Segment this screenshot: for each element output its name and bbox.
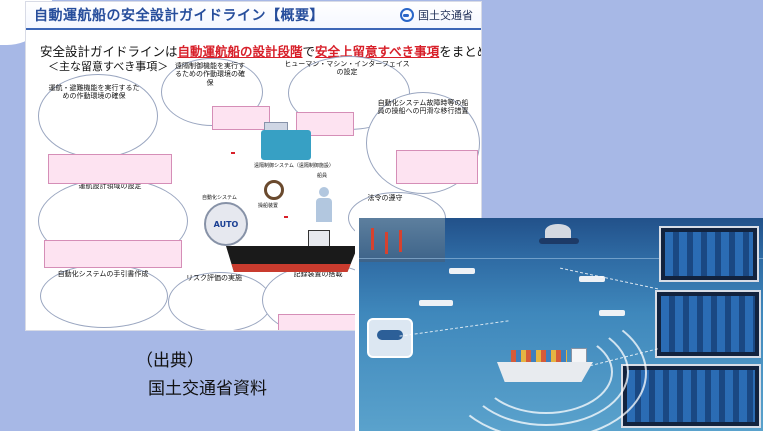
topic-remote: 遠隔制御機能を実行するための作動環境の確保 xyxy=(175,62,245,87)
topic-bubble-risk xyxy=(168,272,272,330)
topic-manual: 自動化システムの手引書作成 xyxy=(57,270,149,278)
steering-label: 操船装置 xyxy=(258,203,279,209)
other-ship xyxy=(579,276,605,282)
autonomous-ship-illustration xyxy=(358,218,763,431)
subtitle-prefix: 安全設計ガイドラインは xyxy=(40,44,178,59)
crew-label: 船員 xyxy=(317,173,328,179)
detail-note xyxy=(212,106,270,130)
subtitle-highlight-2: 安全上留意すべき事項 xyxy=(315,44,440,59)
topic-law: 法令の遵守 xyxy=(367,194,403,202)
topic-recorder: 記録装置の搭載 xyxy=(293,270,343,278)
detail-note xyxy=(48,154,172,184)
satellite-base xyxy=(539,238,579,244)
crane-icon xyxy=(399,230,402,252)
control-room-screen xyxy=(655,290,761,358)
autonomous-ship xyxy=(497,348,593,388)
other-ship xyxy=(449,268,475,274)
detail-note xyxy=(396,150,478,184)
ministry-logo-icon xyxy=(400,8,414,22)
horizon-line xyxy=(359,258,763,259)
topic-transition: 自動化システム故障時等の船員の操船への円滑な移行措置 xyxy=(377,99,469,116)
sensor-wave xyxy=(445,306,647,431)
crew-icon xyxy=(316,187,332,223)
topic-odd: 運航設計領域の設定 xyxy=(78,182,142,190)
slide-subtitle: 安全設計ガイドラインは自動運航船の設計段階で安全上留意すべき事項をまとめたもの。 xyxy=(40,41,481,60)
remote-system-icon xyxy=(261,130,311,160)
ship-hull-icon xyxy=(226,246,358,272)
topic-bubble-manual xyxy=(40,264,168,328)
vr-operator-icon xyxy=(367,318,413,358)
slide-subheading: ＜主な留意すべき事項＞ xyxy=(48,60,169,73)
remote-system-label: 遠隔制御システム（遠隔制御施設） xyxy=(254,163,334,169)
crane-icon xyxy=(371,228,374,250)
monitor-screen xyxy=(659,226,759,282)
red-arrow-tag xyxy=(231,152,235,154)
subtitle-highlight: 自動運航船の設計段階 xyxy=(177,44,303,59)
guideline-slide: 自動運航船の安全設計ガイドライン【概要】 国土交通省 安全設計ガイドラインは自動… xyxy=(26,2,481,330)
detail-note xyxy=(44,240,182,268)
topic-risk: リスク評価の実施 xyxy=(186,274,242,282)
subtitle-mid: で xyxy=(302,44,316,59)
slide-title-bar: 自動運航船の安全設計ガイドライン【概要】 国土交通省 xyxy=(26,2,481,30)
communication-line xyxy=(559,267,659,290)
source-caption-name: 国土交通省資料 xyxy=(148,379,267,399)
auto-badge: AUTO xyxy=(204,202,248,246)
subtitle-suffix: をまとめたもの。 xyxy=(439,44,481,59)
red-arrow-tag xyxy=(284,216,288,218)
other-ship xyxy=(599,310,625,316)
source-caption: （出典） 国土交通省資料 xyxy=(136,347,267,403)
bridge-console-screen xyxy=(621,364,761,428)
port-scene xyxy=(359,218,445,262)
ministry-logo: 国土交通省 xyxy=(400,7,473,23)
topic-bubble-navigation xyxy=(38,74,158,158)
other-ship xyxy=(419,300,453,306)
crane-icon xyxy=(385,232,388,254)
automation-label: 自動化システム xyxy=(202,195,237,201)
slide-title: 自動運航船の安全設計ガイドライン【概要】 xyxy=(34,8,324,24)
ministry-logo-text: 国土交通省 xyxy=(418,9,473,22)
source-caption-label: （出典） xyxy=(136,351,204,371)
topic-hmi: ヒューマン・マシン・インターフェイスの設定 xyxy=(284,60,410,77)
topic-navigation: 運航・避難機能を実行するための作動環境の確保 xyxy=(48,84,140,101)
steering-wheel-icon xyxy=(264,180,284,200)
satellite-icon xyxy=(545,224,571,238)
